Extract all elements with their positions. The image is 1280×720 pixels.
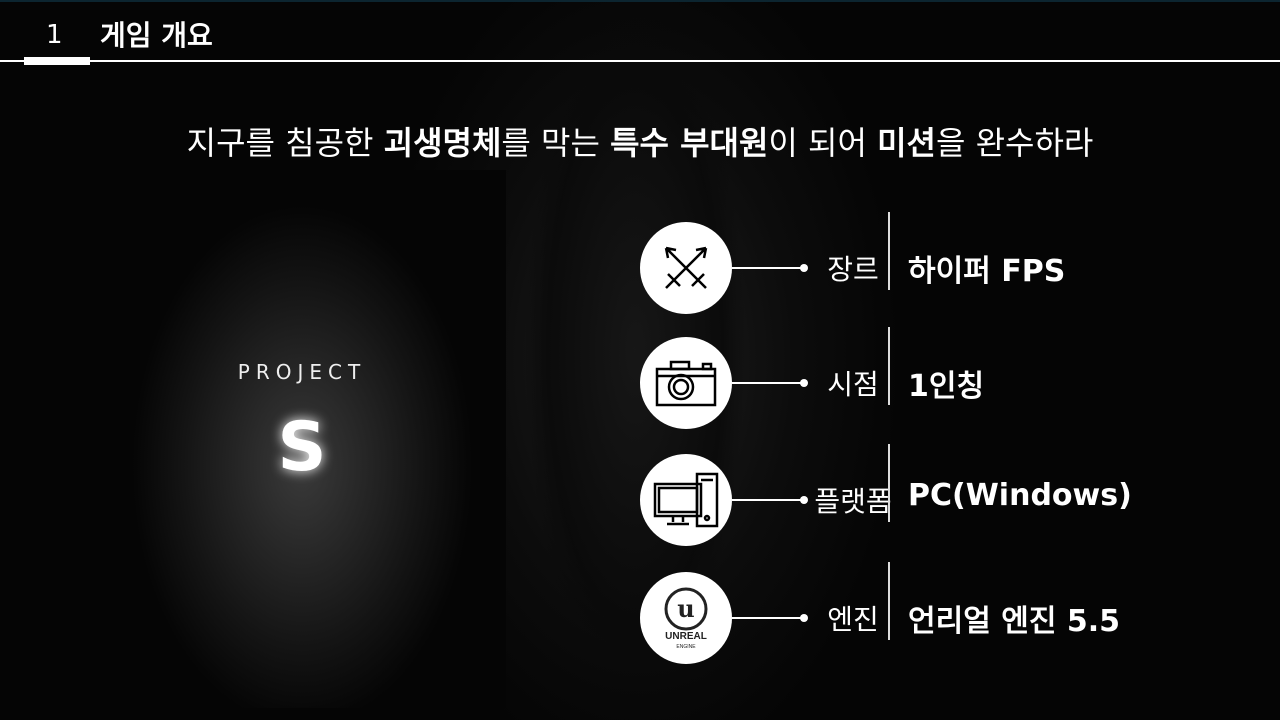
divider	[888, 327, 890, 405]
game-poster-image: PROJECT S	[98, 170, 506, 708]
divider	[888, 562, 890, 640]
connector-line	[732, 267, 804, 269]
info-value: 언리얼 엔진 5.5	[908, 604, 1121, 639]
info-row-platform: 플랫폼 PC(Windows)	[640, 444, 1260, 546]
headline-text: 을 완수하라	[935, 124, 1094, 162]
desktop-pc-icon	[640, 454, 732, 546]
connector-dot	[800, 496, 808, 504]
svg-text:UNREAL: UNREAL	[665, 631, 707, 642]
connector-dot	[800, 614, 808, 622]
poster-title: PROJECT	[237, 360, 367, 384]
headline-emphasis: 미션	[877, 124, 936, 162]
section-header: 1 게임 개요	[0, 0, 1280, 62]
connector-line	[732, 617, 804, 619]
headline-text: 를 막는	[501, 124, 611, 162]
info-value: 하이퍼 FPS	[908, 254, 1066, 289]
connector-line	[732, 499, 804, 501]
section-title: 게임 개요	[100, 19, 213, 52]
connector-dot	[800, 379, 808, 387]
svg-text:u: u	[677, 594, 694, 623]
info-label: 장르	[827, 253, 879, 286]
headline-emphasis: 괴생명체	[383, 124, 502, 162]
info-row-view: 시점 1인칭	[640, 327, 1260, 429]
poster-logo: S	[277, 408, 327, 487]
header-accent-bar	[24, 57, 90, 65]
divider	[888, 212, 890, 290]
crossed-swords-icon	[640, 222, 732, 314]
info-row-genre: 장르 하이퍼 FPS	[640, 212, 1260, 314]
info-label: 시점	[827, 368, 879, 401]
headline-text: 지구를 침공한	[186, 124, 384, 162]
headline-text: 이 되어	[768, 124, 878, 162]
headline-emphasis: 특수 부대원	[610, 124, 769, 162]
section-number: 1	[46, 20, 63, 50]
header-divider	[0, 60, 1280, 62]
camera-icon	[640, 337, 732, 429]
divider	[888, 444, 890, 522]
connector-dot	[800, 264, 808, 272]
svg-text:ENGINE: ENGINE	[676, 644, 696, 650]
connector-line	[732, 382, 804, 384]
info-value: 1인칭	[908, 369, 985, 404]
info-label: 플랫폼	[814, 485, 892, 518]
info-label: 엔진	[827, 603, 879, 636]
headline: 지구를 침공한 괴생명체를 막는 특수 부대원이 되어 미션을 완수하라	[0, 118, 1280, 164]
info-value: PC(Windows)	[908, 478, 1132, 513]
